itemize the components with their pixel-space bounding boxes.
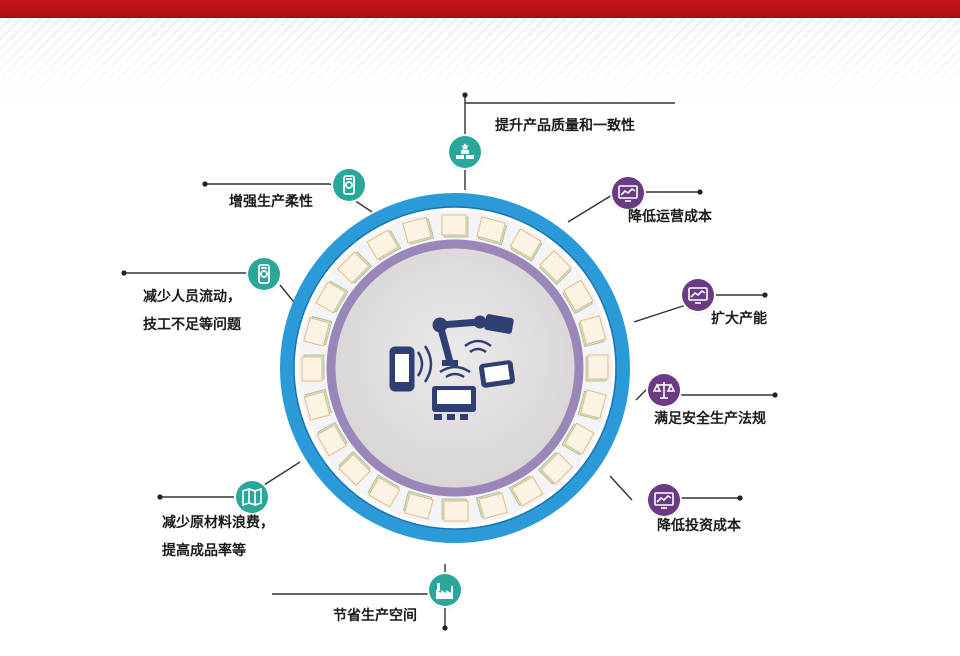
label-capacity: 扩大产能 <box>711 311 767 327</box>
header-pattern <box>0 18 960 108</box>
process-tile <box>367 474 401 508</box>
process-tile <box>585 354 609 382</box>
factory-icon <box>429 574 461 606</box>
process-tile <box>336 251 373 284</box>
label-safety: 满足安全生产法规 <box>654 411 766 427</box>
scales-icon <box>648 374 680 406</box>
process-tile <box>475 491 508 520</box>
process-tile <box>509 228 543 262</box>
process-tiles <box>301 214 609 522</box>
center-automation-icons <box>389 314 515 420</box>
process-tile <box>402 490 434 520</box>
process-tile <box>577 389 607 421</box>
process-tile <box>303 315 333 347</box>
process-tile <box>578 315 607 348</box>
label-staff-line2: 技工不足等问题 <box>143 317 241 333</box>
process-tile <box>561 422 595 456</box>
map-icon <box>236 481 268 513</box>
process-tile <box>537 452 574 485</box>
process-tile <box>441 498 469 522</box>
label-space: 节省生产空间 <box>333 608 417 624</box>
label-quality: 提升产品质量和一致性 <box>495 118 635 134</box>
label-operating-cost: 降低运营成本 <box>628 209 712 225</box>
label-staff-line1: 减少人员流动， <box>143 289 241 305</box>
gold-bars-icon <box>449 136 481 168</box>
label-material-line1: 减少原材料浪费， <box>162 515 274 531</box>
process-tile <box>539 249 572 286</box>
process-tile <box>476 216 508 246</box>
process-tile <box>366 229 402 261</box>
outer-blue-ring <box>280 193 630 543</box>
process-tile <box>508 475 544 507</box>
label-material-line2: 提高成品率等 <box>162 543 246 559</box>
money-phone-icon <box>248 258 280 290</box>
process-tile <box>338 450 371 487</box>
label-investment: 降低投资成本 <box>657 518 741 534</box>
label-flexibility: 增强生产柔性 <box>229 194 313 210</box>
header-bar <box>0 0 960 18</box>
money-phone-icon <box>333 169 365 201</box>
process-tile <box>441 214 469 238</box>
process-tile <box>316 421 348 457</box>
robot-arm-icon <box>432 314 514 366</box>
process-tile <box>303 388 332 421</box>
chart-monitor-icon <box>612 177 644 209</box>
chart-monitor-icon <box>648 484 680 516</box>
process-tile <box>301 354 325 382</box>
process-tile <box>402 216 435 245</box>
process-tile <box>562 279 594 315</box>
chart-monitor-icon <box>682 279 714 311</box>
process-tile <box>315 280 349 314</box>
